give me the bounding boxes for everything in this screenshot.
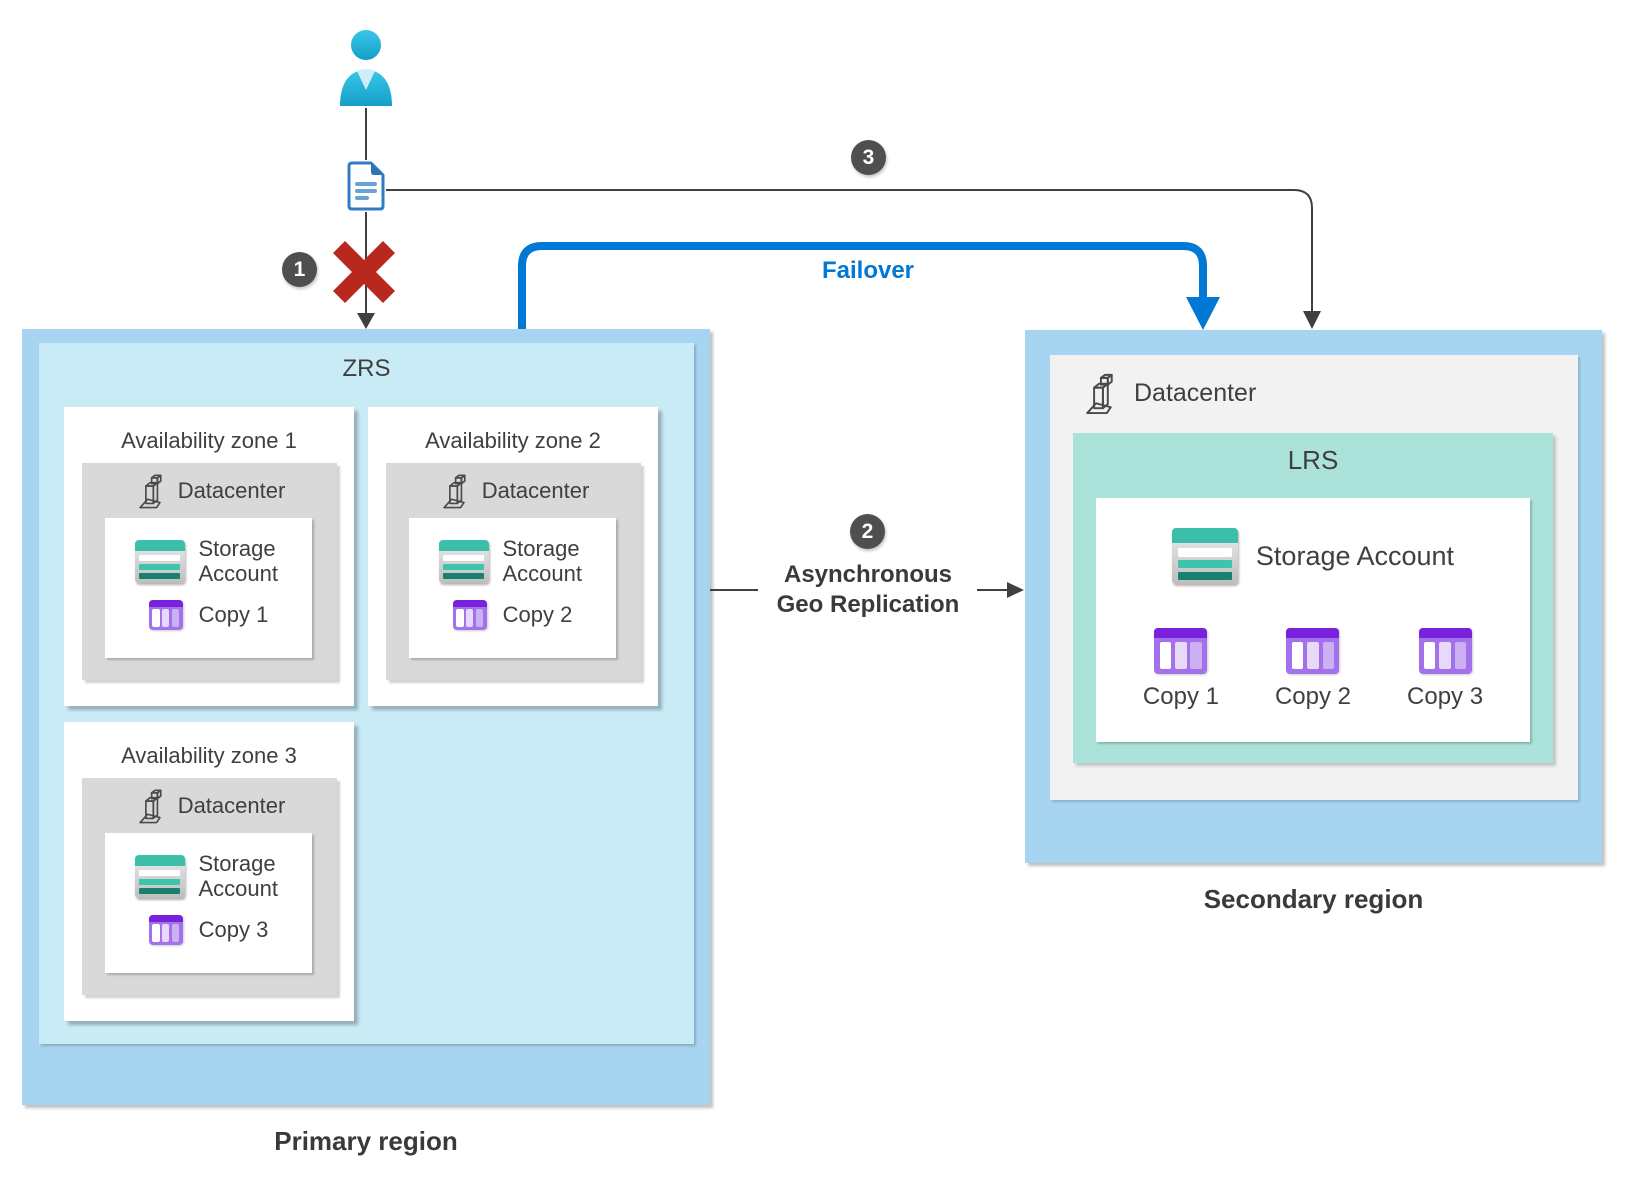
- copy-icon: [1286, 628, 1340, 674]
- copy-row: Copy 1: [105, 600, 312, 630]
- async-label-line2: Geo Replication: [776, 591, 960, 618]
- copy-icon: [1418, 628, 1472, 674]
- datacenter-label: Datacenter: [1134, 379, 1257, 407]
- arrowhead-secondary: [1303, 311, 1321, 329]
- failover-label: Failover: [821, 257, 915, 284]
- async-geo-replication-label: Asynchronous Geo Replication: [740, 560, 996, 620]
- datacenter-icon: [134, 472, 166, 510]
- availability-zone-1-box: Availability zone 1 Datacenter: [64, 407, 354, 706]
- lrs-box: LRS Storage Account Copy 1 Copy 2: [1073, 433, 1553, 763]
- primary-region-box: ZRS Availability zone 1: [22, 329, 710, 1105]
- primary-region-label: Primary region: [274, 1126, 458, 1156]
- copy-label: Copy 2: [502, 602, 573, 627]
- storage-account-label: Storage Account: [198, 536, 279, 586]
- user-icon: [336, 28, 396, 114]
- async-arrowhead: [1007, 582, 1024, 598]
- arrowhead-primary: [357, 313, 375, 329]
- document-icon: [346, 160, 386, 217]
- datacenter-header: Datacenter: [82, 463, 337, 518]
- copy-label: Copy 2: [1274, 683, 1352, 710]
- datacenter-header: Datacenter: [1050, 355, 1578, 416]
- async-label-line1: Asynchronous: [783, 561, 953, 588]
- failover-arrowhead: [1186, 297, 1220, 330]
- datacenter-header: Datacenter: [82, 778, 337, 833]
- secondary-datacenter-box: Datacenter LRS Storage Account Copy 1: [1050, 355, 1578, 800]
- storage-account-row: Storage Account: [105, 833, 312, 901]
- availability-zone-title: Availability zone 2: [425, 428, 601, 453]
- datacenter-header: Datacenter: [386, 463, 641, 518]
- copy-label: Copy 3: [198, 917, 269, 942]
- lrs-label: LRS: [1287, 445, 1339, 475]
- failure-x-icon: [332, 240, 396, 304]
- datacenter-icon: [1080, 371, 1118, 416]
- copy-row: Copy 2: [409, 600, 616, 630]
- copy-label: Copy 3: [1407, 683, 1484, 710]
- step-1-badge: 1: [282, 252, 317, 287]
- zrs-box: ZRS Availability zone 1: [39, 343, 694, 1044]
- storage-account-icon: [438, 539, 489, 583]
- copy-row: Copy 3: [105, 915, 312, 945]
- copy-icon: [452, 600, 487, 630]
- zone-datacenter-box: Datacenter Storage Account Copy 3: [82, 778, 337, 995]
- availability-zone-2-box: Availability zone 2 Datacenter: [368, 407, 658, 706]
- storage-account-row: Storage Account: [409, 518, 616, 586]
- copy-label: Copy 1: [198, 602, 269, 627]
- document-to-secondary-line: [386, 189, 1313, 313]
- storage-card: Storage Account Copy 3: [105, 833, 312, 973]
- step-3-badge: 3: [851, 140, 886, 175]
- copy-item: Copy 2: [1275, 628, 1351, 711]
- storage-account-icon: [1171, 528, 1238, 584]
- availability-zone-3-box: Availability zone 3 Datacenter: [64, 722, 354, 1021]
- storage-account-icon: [134, 539, 185, 583]
- copy-icon: [148, 915, 183, 945]
- storage-card: Storage Account Copy 1: [105, 518, 312, 658]
- copy-label: Copy 1: [1142, 683, 1219, 710]
- step-2-badge: 2: [850, 514, 885, 549]
- copy-item: Copy 1: [1143, 628, 1219, 711]
- datacenter-icon: [438, 472, 470, 510]
- zrs-label: ZRS: [342, 355, 391, 382]
- secondary-region-label: Secondary region: [1203, 884, 1424, 914]
- storage-account-label: Storage Account: [198, 851, 279, 901]
- copies-row: Copy 1 Copy 2 Copy 3: [1096, 628, 1530, 711]
- availability-zone-title: Availability zone 3: [121, 743, 297, 768]
- datacenter-icon: [134, 787, 166, 825]
- storage-account-row: Storage Account: [1096, 528, 1530, 584]
- zone-datacenter-box: Datacenter Storage Account Copy 1: [82, 463, 337, 680]
- copy-icon: [1154, 628, 1208, 674]
- copy-item: Copy 3: [1407, 628, 1483, 711]
- availability-zone-title: Availability zone 1: [121, 428, 297, 453]
- storage-account-label: Storage Account: [502, 536, 583, 586]
- datacenter-label: Datacenter: [481, 477, 590, 503]
- secondary-region-box: Datacenter LRS Storage Account Copy 1: [1025, 330, 1602, 863]
- lrs-storage-card: Storage Account Copy 1 Copy 2: [1096, 498, 1530, 742]
- storage-account-row: Storage Account: [105, 518, 312, 586]
- datacenter-label: Datacenter: [177, 792, 286, 818]
- copy-icon: [148, 600, 183, 630]
- storage-account-icon: [134, 854, 185, 898]
- storage-card: Storage Account Copy 2: [409, 518, 616, 658]
- datacenter-label: Datacenter: [177, 477, 286, 503]
- zone-datacenter-box: Datacenter Storage Account Copy 2: [386, 463, 641, 680]
- storage-account-label: Storage Account: [1255, 540, 1455, 571]
